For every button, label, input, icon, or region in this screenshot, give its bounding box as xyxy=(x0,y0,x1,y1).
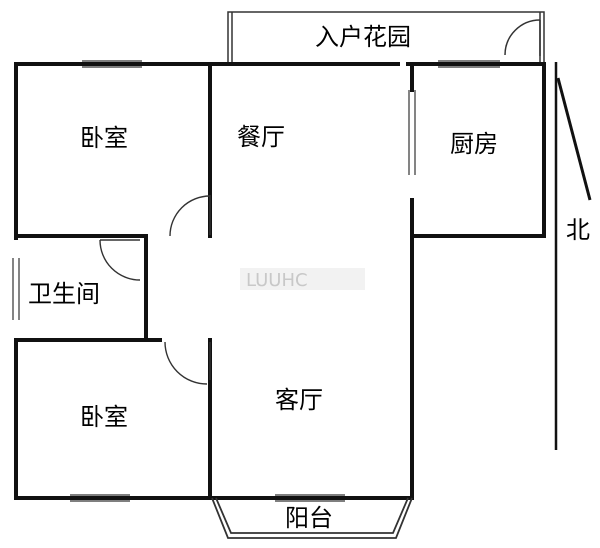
door-swings xyxy=(99,195,211,385)
room-label-dining: 餐厅 xyxy=(237,123,285,151)
room-label-garden: 入户花园 xyxy=(315,23,411,51)
room-label-balcony: 阳台 xyxy=(285,504,333,532)
watermark-text: LUUHC xyxy=(246,270,308,291)
walls xyxy=(14,62,546,500)
room-label-kitchen: 厨房 xyxy=(450,130,498,158)
balcony-outline xyxy=(211,497,413,539)
room-label-bedroom-top: 卧室 xyxy=(80,124,128,152)
north-label: 北 xyxy=(566,216,590,244)
garden-door xyxy=(504,19,541,56)
room-label-living: 客厅 xyxy=(275,386,323,414)
watermark: LUUHC xyxy=(240,268,365,291)
north-indicator xyxy=(554,62,592,450)
windows xyxy=(12,60,500,502)
room-label-bedroom-bottom: 卧室 xyxy=(80,403,128,431)
room-label-bathroom: 卫生间 xyxy=(28,280,100,308)
